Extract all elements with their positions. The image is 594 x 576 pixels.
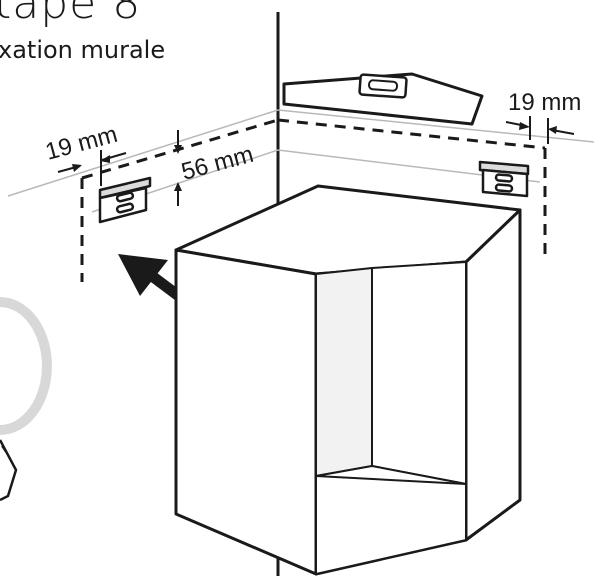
right-wall-bracket — [478, 160, 530, 198]
left-19mm-dimension — [57, 150, 127, 186]
right-offset-label: 19 mm — [508, 89, 581, 116]
step-title: tape 8 — [0, 0, 142, 29]
corner-cabinet — [174, 184, 522, 576]
right-19mm-dimension — [505, 116, 575, 144]
left-wall-bracket — [98, 176, 152, 224]
detail-circle — [0, 297, 52, 502]
vertical-56mm-dimension — [174, 130, 182, 206]
vertical-offset-label: 56 mm — [179, 141, 257, 186]
step-subtitle: xation murale — [0, 36, 166, 64]
spirit-level — [282, 72, 484, 126]
